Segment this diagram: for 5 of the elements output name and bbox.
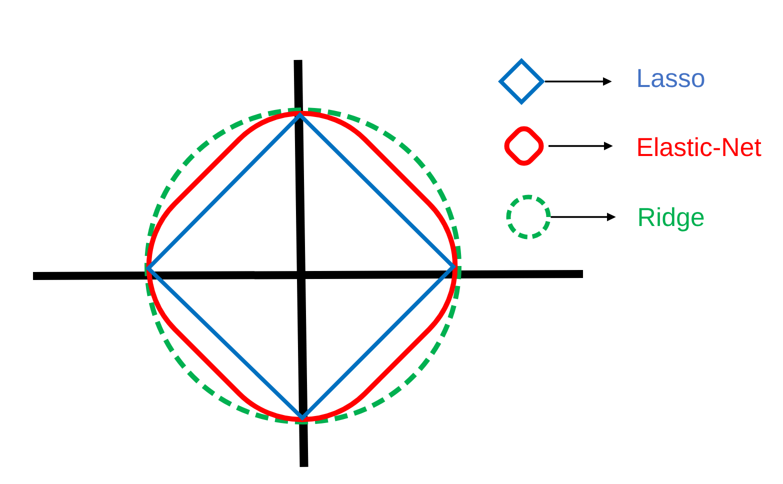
dashed-circle-icon: [506, 194, 551, 240]
legend-label: Ridge: [639, 207, 704, 232]
legend-label: Elastic-Net: [638, 137, 762, 156]
rounded-diamond-icon: [504, 126, 544, 166]
legend-label: Lasso: [638, 69, 704, 88]
